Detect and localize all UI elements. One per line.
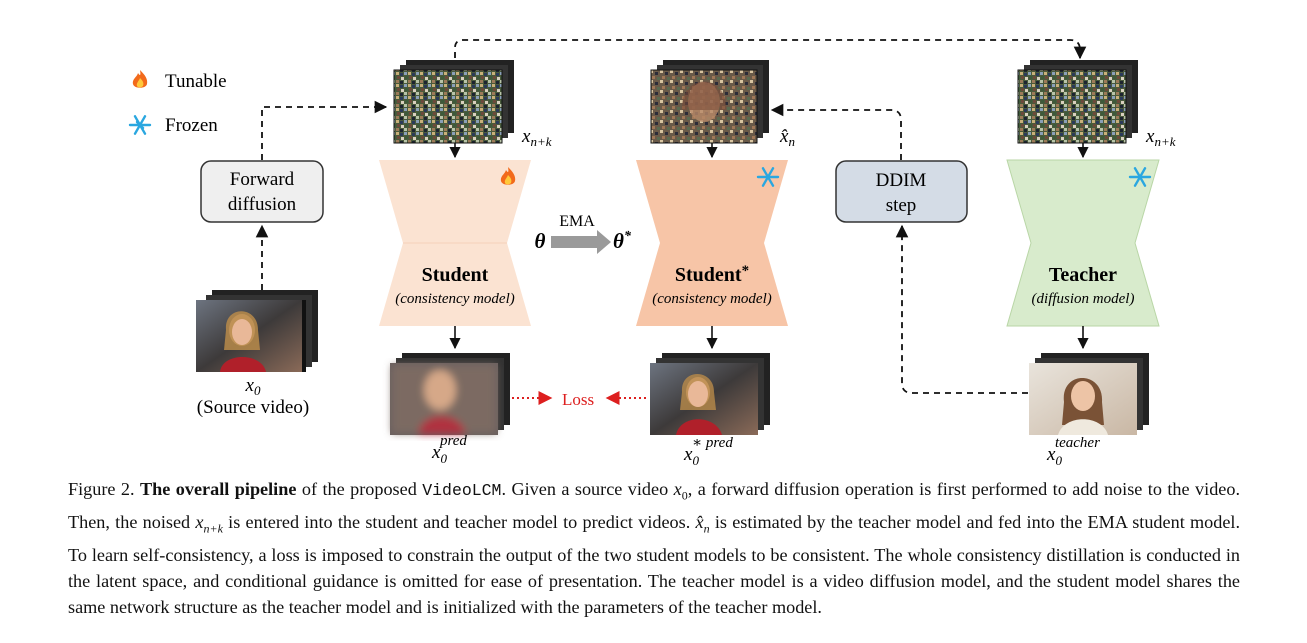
- ema-arrow: EMA θ θ*: [535, 213, 632, 254]
- caption-text-1: of the proposed: [296, 479, 423, 499]
- arrow-ddim-to-xhat: [770, 103, 902, 160]
- caption-math-xhat: x̂n: [695, 511, 710, 536]
- svg-text:(diffusion model): (diffusion model): [1032, 291, 1135, 307]
- x-n-plus-k-label-1: xn+k: [521, 126, 552, 149]
- svg-text:(consistency model): (consistency model): [652, 291, 772, 307]
- caption-text-2: . Given a source video: [501, 479, 674, 499]
- student-pred-frames: [390, 353, 510, 435]
- fire-icon: [500, 167, 516, 185]
- caption-bold: The overall pipeline: [140, 479, 297, 499]
- svg-text:Forward: Forward: [230, 169, 295, 190]
- figure-number: Figure 2.: [68, 479, 135, 499]
- caption-text-4: is entered into the student and teacher …: [222, 511, 696, 532]
- source-video-frames: [196, 290, 318, 372]
- denoised-frames-xhat: [650, 60, 769, 144]
- caption-math-xnk: xn+k: [195, 511, 223, 536]
- noisy-frames-student: [393, 60, 514, 144]
- arrow-noisy-to-teacher: [454, 39, 1087, 60]
- student-model: Student (consistency model): [379, 160, 531, 326]
- teacher-pred-frames: [1029, 353, 1149, 435]
- svg-text:step: step: [886, 195, 917, 216]
- source-video-label: (Source video): [197, 397, 309, 418]
- x0-star-pred-label: x0∗ pred: [683, 435, 733, 468]
- legend: Tunable Frozen: [128, 70, 227, 136]
- arrow-teacher-to-ddim: [895, 224, 1028, 394]
- forward-diffusion-box: Forward diffusion: [200, 160, 324, 223]
- x0-label: x0: [245, 375, 261, 398]
- x0-pred-label: x0pred: [431, 433, 467, 466]
- svg-text:EMA: EMA: [559, 213, 595, 230]
- theta-star: θ*: [613, 229, 632, 253]
- x-hat-n-label: x̂n: [779, 126, 795, 149]
- arrow-forward-to-noisy: [261, 100, 388, 160]
- student-ema-pred-frames: [650, 353, 770, 435]
- svg-text:Teacher: Teacher: [1049, 264, 1117, 286]
- noisy-frames-teacher: [1017, 60, 1138, 144]
- snowflake-icon: [128, 115, 152, 135]
- x-n-plus-k-label-2: xn+k: [1145, 126, 1176, 149]
- caption-text-5: is estimated by the teacher model and fe…: [68, 511, 1241, 618]
- caption-text-3: , a forward diffusion operation is first…: [68, 479, 1240, 532]
- legend-frozen: Frozen: [165, 115, 218, 136]
- legend-tunable: Tunable: [165, 71, 227, 92]
- fire-icon: [132, 70, 148, 88]
- x0-teacher-label: x0teacher: [1046, 435, 1100, 468]
- svg-text:Student: Student: [422, 264, 489, 286]
- snowflake-icon: [756, 167, 780, 187]
- snowflake-icon: [1128, 167, 1152, 187]
- student-ema-title: Student*: [675, 263, 749, 286]
- svg-text:(consistency model): (consistency model): [395, 291, 515, 307]
- student-ema-model: Student* (consistency model): [636, 160, 788, 326]
- caption-math-x0: x0: [673, 479, 688, 503]
- loss-label: Loss: [562, 390, 594, 409]
- svg-text:θ: θ: [535, 229, 546, 253]
- teacher-model: Teacher (diffusion model): [1006, 159, 1160, 327]
- method-name: VideoLCM: [422, 481, 502, 500]
- figure-caption: Figure 2. The overall pipeline of the pr…: [68, 476, 1240, 620]
- svg-text:diffusion: diffusion: [228, 194, 297, 215]
- svg-text:DDIM: DDIM: [876, 170, 927, 191]
- ddim-step-box: DDIM step: [835, 160, 968, 223]
